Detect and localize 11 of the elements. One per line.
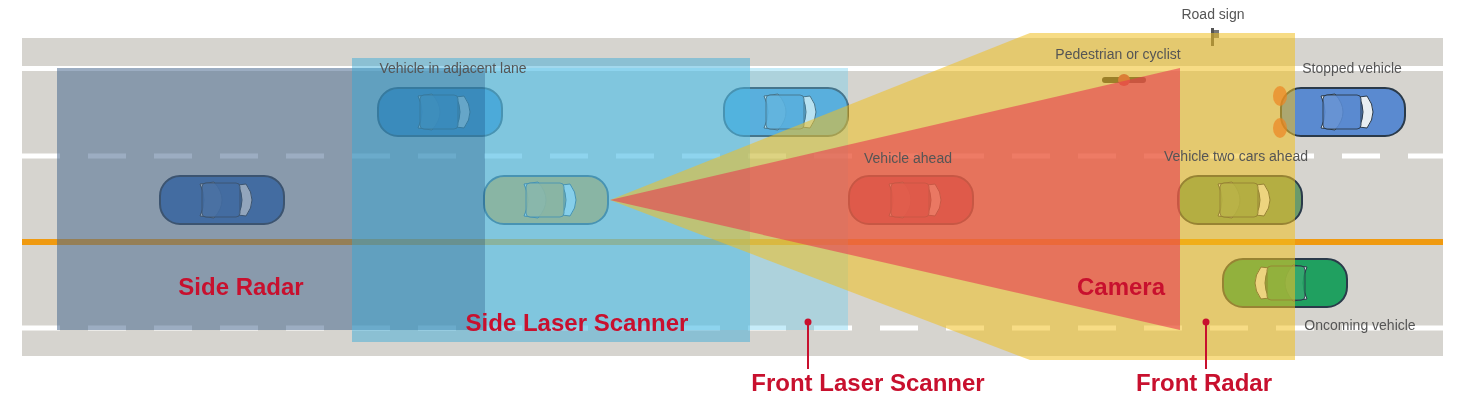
sensor-label: Side Laser Scanner: [465, 309, 689, 337]
leader-line: [1202, 318, 1210, 370]
object-label: Vehicle two cars ahead: [1164, 148, 1308, 164]
sensor-label: Side Radar: [178, 273, 304, 301]
sensor-label: Camera: [1076, 273, 1166, 301]
leader-line: [804, 318, 812, 370]
object-label: Vehicle ahead: [864, 150, 952, 166]
object-label: Pedestrian or cyclist: [1055, 46, 1181, 62]
sensor-label: Front Radar: [1136, 369, 1272, 397]
object-label: Vehicle in adjacent lane: [379, 60, 527, 76]
sensor-label: Front Laser Scanner: [751, 369, 985, 397]
